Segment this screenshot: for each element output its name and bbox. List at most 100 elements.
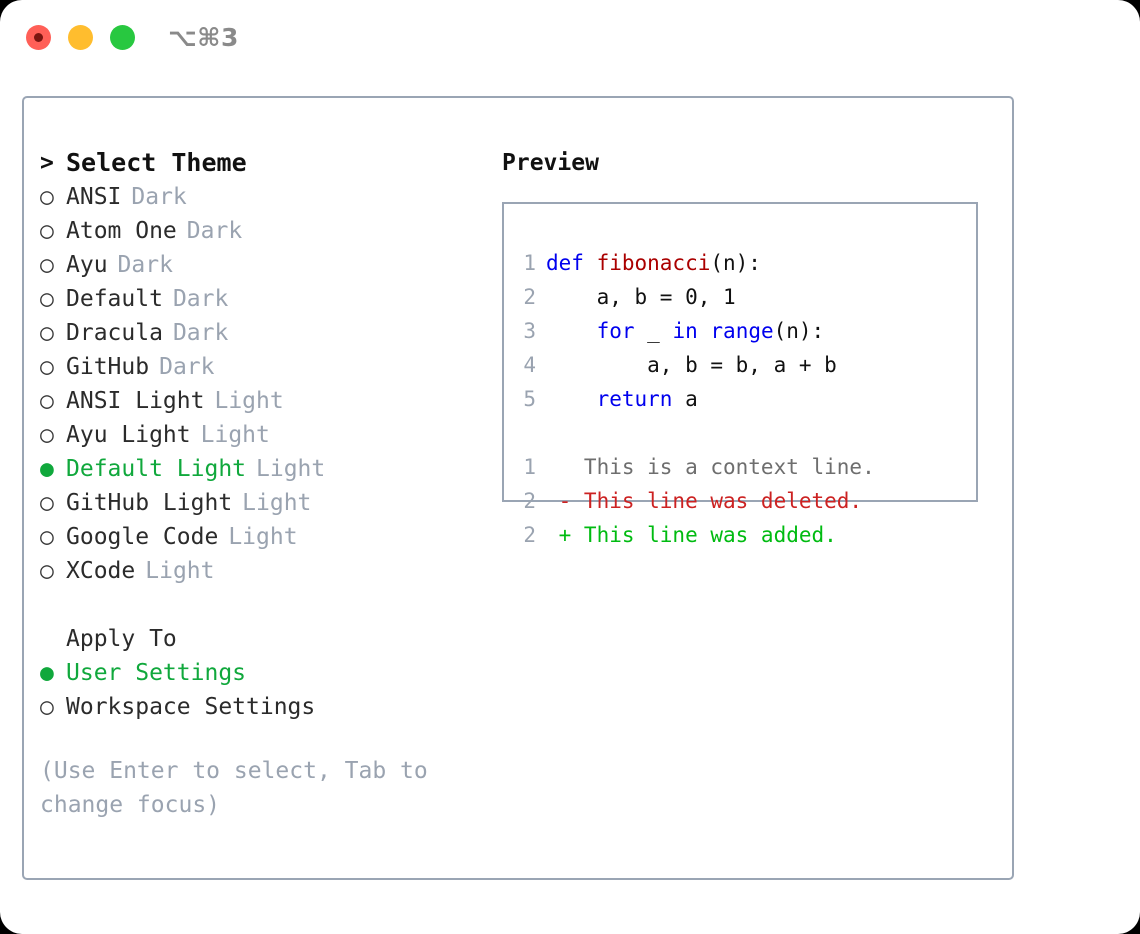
theme-option-default-light[interactable]: ● Default Light Light bbox=[40, 452, 480, 486]
radio-unselected-icon: ○ bbox=[40, 184, 54, 210]
diff-line-add: 2 + This line was added. bbox=[504, 518, 976, 552]
code-token-fn: fibonacci bbox=[596, 251, 711, 275]
apply-to-option-user-settings[interactable]: ● User Settings bbox=[40, 656, 480, 690]
code-token-plain bbox=[546, 387, 597, 411]
apply-to-options-group: ● User Settings ○ Workspace Settings bbox=[40, 656, 480, 724]
code-line-text: a, b = 0, 1 bbox=[546, 280, 736, 314]
preview-title: Preview bbox=[502, 150, 599, 176]
code-line: 4 a, b = b, a + b bbox=[504, 348, 976, 382]
code-token-plain: (n): bbox=[773, 319, 825, 343]
theme-option-variant-badge: Dark bbox=[172, 286, 229, 312]
minimize-window-button[interactable] bbox=[68, 25, 93, 50]
radio-unselected-icon: ○ bbox=[40, 558, 54, 584]
radio-selected-icon: ● bbox=[40, 456, 54, 482]
code-line-text: return a bbox=[546, 382, 698, 416]
theme-option-github-light[interactable]: ○ GitHub Light Light bbox=[40, 486, 480, 520]
diff-line-ctx: 1 This is a context line. bbox=[504, 450, 976, 484]
theme-option-variant-badge: Light bbox=[256, 456, 326, 482]
theme-option-label: Default Light bbox=[66, 456, 247, 482]
code-line-text: a, b = b, a + b bbox=[546, 348, 837, 382]
code-token-kw: return bbox=[596, 387, 673, 411]
apply-to-option-label: Workspace Settings bbox=[66, 694, 316, 720]
window-titlebar: ⌥⌘3 bbox=[0, 0, 1140, 78]
theme-option-variant-badge: Dark bbox=[159, 354, 215, 380]
code-token-plain: a bbox=[672, 387, 698, 411]
radio-unselected-icon: ○ bbox=[40, 286, 54, 312]
apply-to-heading-label: Apply To bbox=[66, 626, 177, 652]
theme-option-label: Ayu Light bbox=[66, 422, 191, 448]
theme-option-variant-badge: Light bbox=[242, 490, 312, 516]
theme-option-variant-badge: Dark bbox=[117, 252, 173, 278]
theme-option-variant-badge: Light bbox=[228, 524, 298, 550]
keyboard-shortcut-label: ⌥⌘3 bbox=[168, 23, 239, 52]
code-token-kw: for bbox=[596, 319, 635, 343]
code-line: 5 return a bbox=[504, 382, 976, 416]
line-number: 3 bbox=[523, 319, 536, 343]
code-line: 2 a, b = 0, 1 bbox=[504, 280, 976, 314]
theme-option-variant-badge: Light bbox=[200, 422, 270, 448]
diff-spacer bbox=[504, 416, 976, 450]
code-token-kw: range bbox=[710, 319, 774, 343]
line-number: 1 bbox=[523, 455, 536, 479]
theme-option-label: ANSI Light bbox=[66, 388, 205, 414]
theme-option-label: XCode bbox=[66, 558, 136, 584]
code-token-plain bbox=[698, 319, 711, 343]
apply-to-option-label: User Settings bbox=[66, 660, 247, 686]
maximize-window-button[interactable] bbox=[110, 25, 135, 50]
line-number: 2 bbox=[523, 523, 536, 547]
theme-list-heading: > Select Theme bbox=[40, 146, 480, 180]
line-number: 2 bbox=[523, 489, 536, 513]
code-token-plain: a, b = b, a + b bbox=[546, 353, 837, 377]
radio-unselected-icon: ○ bbox=[40, 490, 54, 516]
theme-option-variant-badge: Dark bbox=[172, 320, 229, 346]
theme-option-variant-badge: Dark bbox=[131, 184, 187, 210]
code-token-plain: _ bbox=[634, 319, 673, 343]
theme-option-label: GitHub bbox=[66, 354, 150, 380]
code-line-text: for _ in range(n): bbox=[546, 314, 825, 348]
theme-option-default[interactable]: ○ Default Dark bbox=[40, 282, 480, 316]
theme-option-label: Google Code bbox=[66, 524, 219, 550]
code-token-plain: a, b = 0, 1 bbox=[546, 285, 736, 309]
code-token-plain: (n): bbox=[710, 251, 761, 275]
apply-to-heading: ○ Apply To bbox=[40, 622, 480, 656]
code-token-kw: def bbox=[546, 251, 597, 275]
theme-list-heading-label: Select Theme bbox=[66, 148, 247, 177]
close-window-button[interactable] bbox=[26, 25, 51, 50]
radio-unselected-icon: ○ bbox=[40, 252, 54, 278]
theme-option-label: Default bbox=[66, 286, 163, 312]
code-line: 3 for _ in range(n): bbox=[504, 314, 976, 348]
section-spacer bbox=[40, 588, 480, 622]
radio-unselected-icon: ○ bbox=[40, 218, 54, 244]
theme-option-label: Atom One bbox=[66, 218, 177, 244]
radio-unselected-icon: ○ bbox=[40, 694, 54, 720]
theme-option-label: GitHub Light bbox=[66, 490, 233, 516]
radio-selected-icon: ● bbox=[40, 660, 54, 686]
line-number: 5 bbox=[523, 387, 536, 411]
radio-unselected-icon: ○ bbox=[40, 388, 54, 414]
line-number: 4 bbox=[523, 353, 536, 377]
code-token-kw: in bbox=[672, 319, 698, 343]
theme-option-ayu-light[interactable]: ○ Ayu Light Light bbox=[40, 418, 480, 452]
radio-unselected-icon: ○ bbox=[40, 422, 54, 448]
apply-to-option-workspace-settings[interactable]: ○ Workspace Settings bbox=[40, 690, 480, 724]
diff-sample: 1 This is a context line.2 - This line w… bbox=[504, 450, 976, 552]
line-number: 2 bbox=[523, 285, 536, 309]
theme-option-atom-one[interactable]: ○ Atom One Dark bbox=[40, 214, 480, 248]
theme-option-variant-badge: Dark bbox=[186, 218, 243, 244]
theme-option-label: Dracula bbox=[66, 320, 163, 346]
